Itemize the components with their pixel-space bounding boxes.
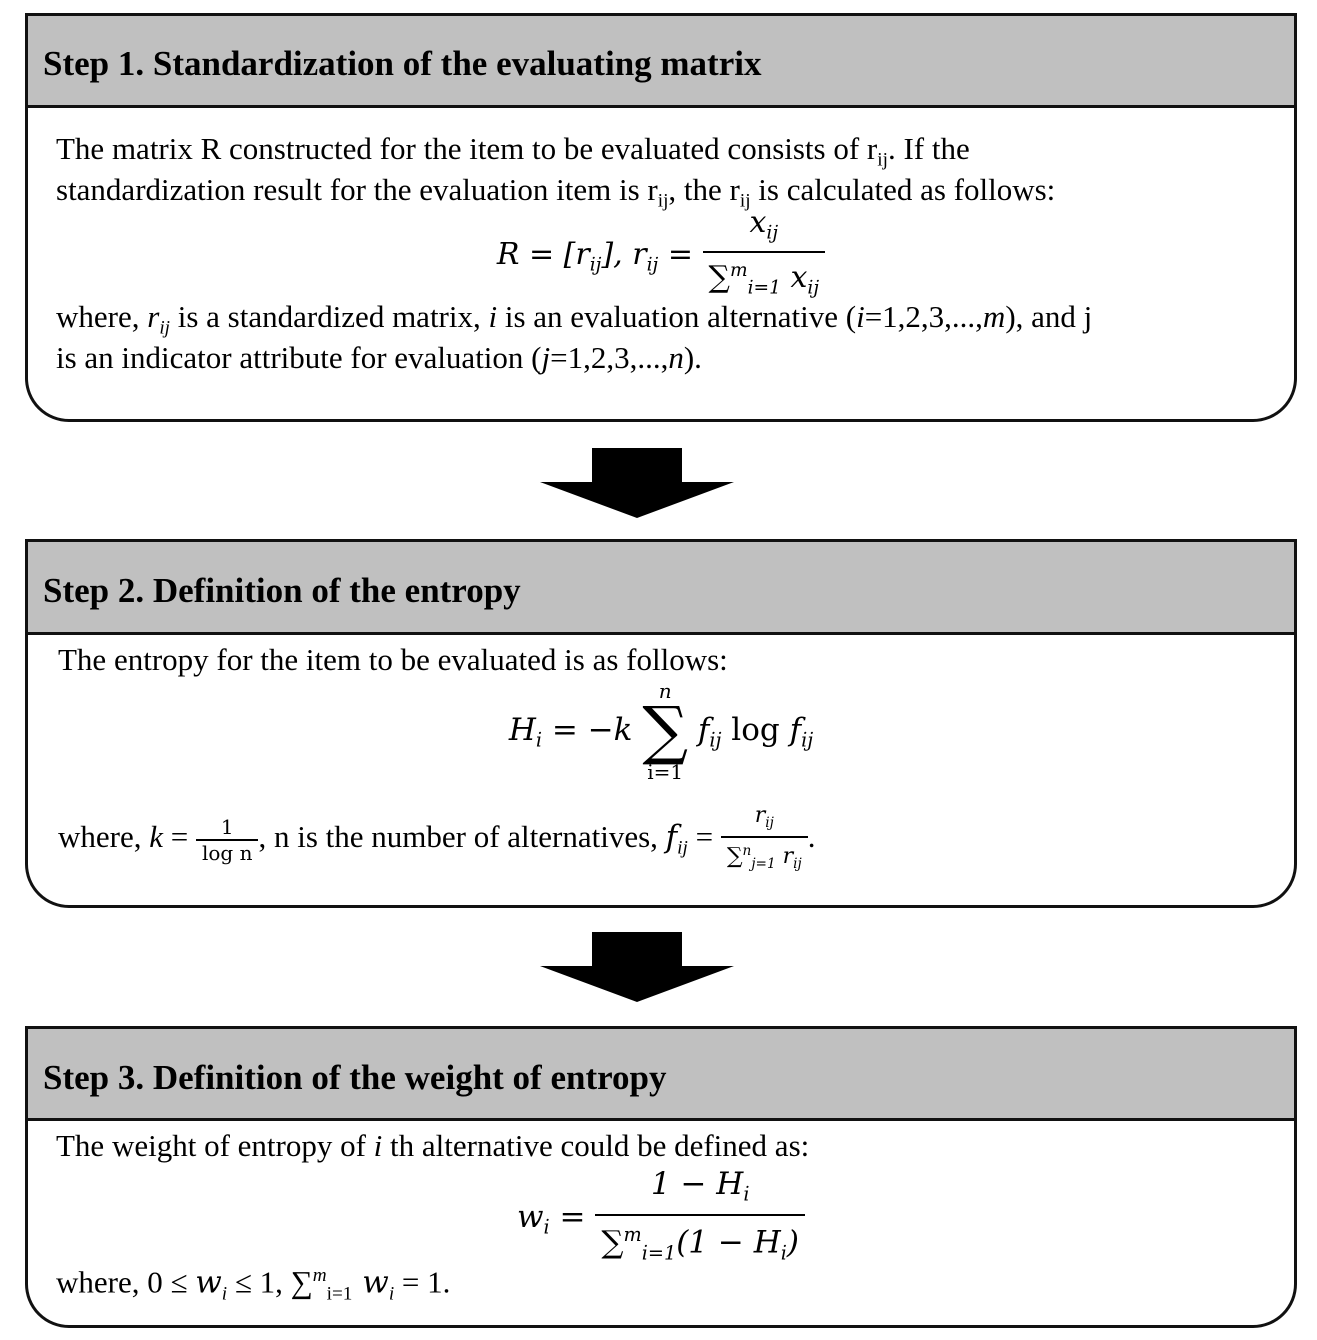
step1-text-line2: standardization result for the evaluatio… — [56, 172, 1056, 212]
down-arrow-icon-2 — [540, 932, 734, 1002]
step2-where-line: where, k = 1 log n , n is the number of … — [58, 803, 815, 877]
step1-fraction: xij ∑mi=1 xij — [702, 206, 826, 306]
step3-intro: The weight of entropy of i th alternativ… — [56, 1128, 810, 1163]
step1-where-line2: is an indicator attribute for evaluation… — [56, 340, 702, 375]
down-arrow-icon — [540, 448, 734, 518]
step3-title: Step 3. Definition of the weight of entr… — [28, 1029, 1294, 1121]
step2-title: Step 2. Definition of the entropy — [28, 542, 1294, 635]
step1-text-line1: The matrix R constructed for the item to… — [56, 131, 970, 171]
step2-box: Step 2. Definition of the entropy The en… — [25, 539, 1297, 908]
step1-formula: R = [rij], rij = xij ∑mi=1 xij — [28, 206, 1294, 306]
step3-box: Step 3. Definition of the weight of entr… — [25, 1026, 1297, 1328]
step2-intro: The entropy for the item to be evaluated… — [58, 642, 728, 677]
step2-f-fraction: rij ∑nj=1 rij — [720, 803, 808, 877]
step2-k-fraction: 1 log n — [195, 815, 259, 865]
step1-box: Step 1. Standardization of the evaluatin… — [25, 13, 1297, 422]
step3-where-line: where, 0 ≤ wi ≤ 1, ∑mi=1 wi = 1. — [56, 1264, 451, 1305]
step1-title: Step 1. Standardization of the evaluatin… — [28, 16, 1294, 108]
step1-where-line1: where, rij is a standardized matrix, i i… — [56, 299, 1093, 339]
step3-weight-formula: wi = 1 − Hi ∑mi=1(1 − Hi) — [28, 1165, 1294, 1272]
step3-fraction: 1 − Hi ∑mi=1(1 − Hi) — [595, 1165, 806, 1272]
step2-summation: n ∑ i=1 — [642, 679, 688, 784]
step2-entropy-formula: Hi = −k n ∑ i=1 fij log fij — [508, 679, 814, 784]
